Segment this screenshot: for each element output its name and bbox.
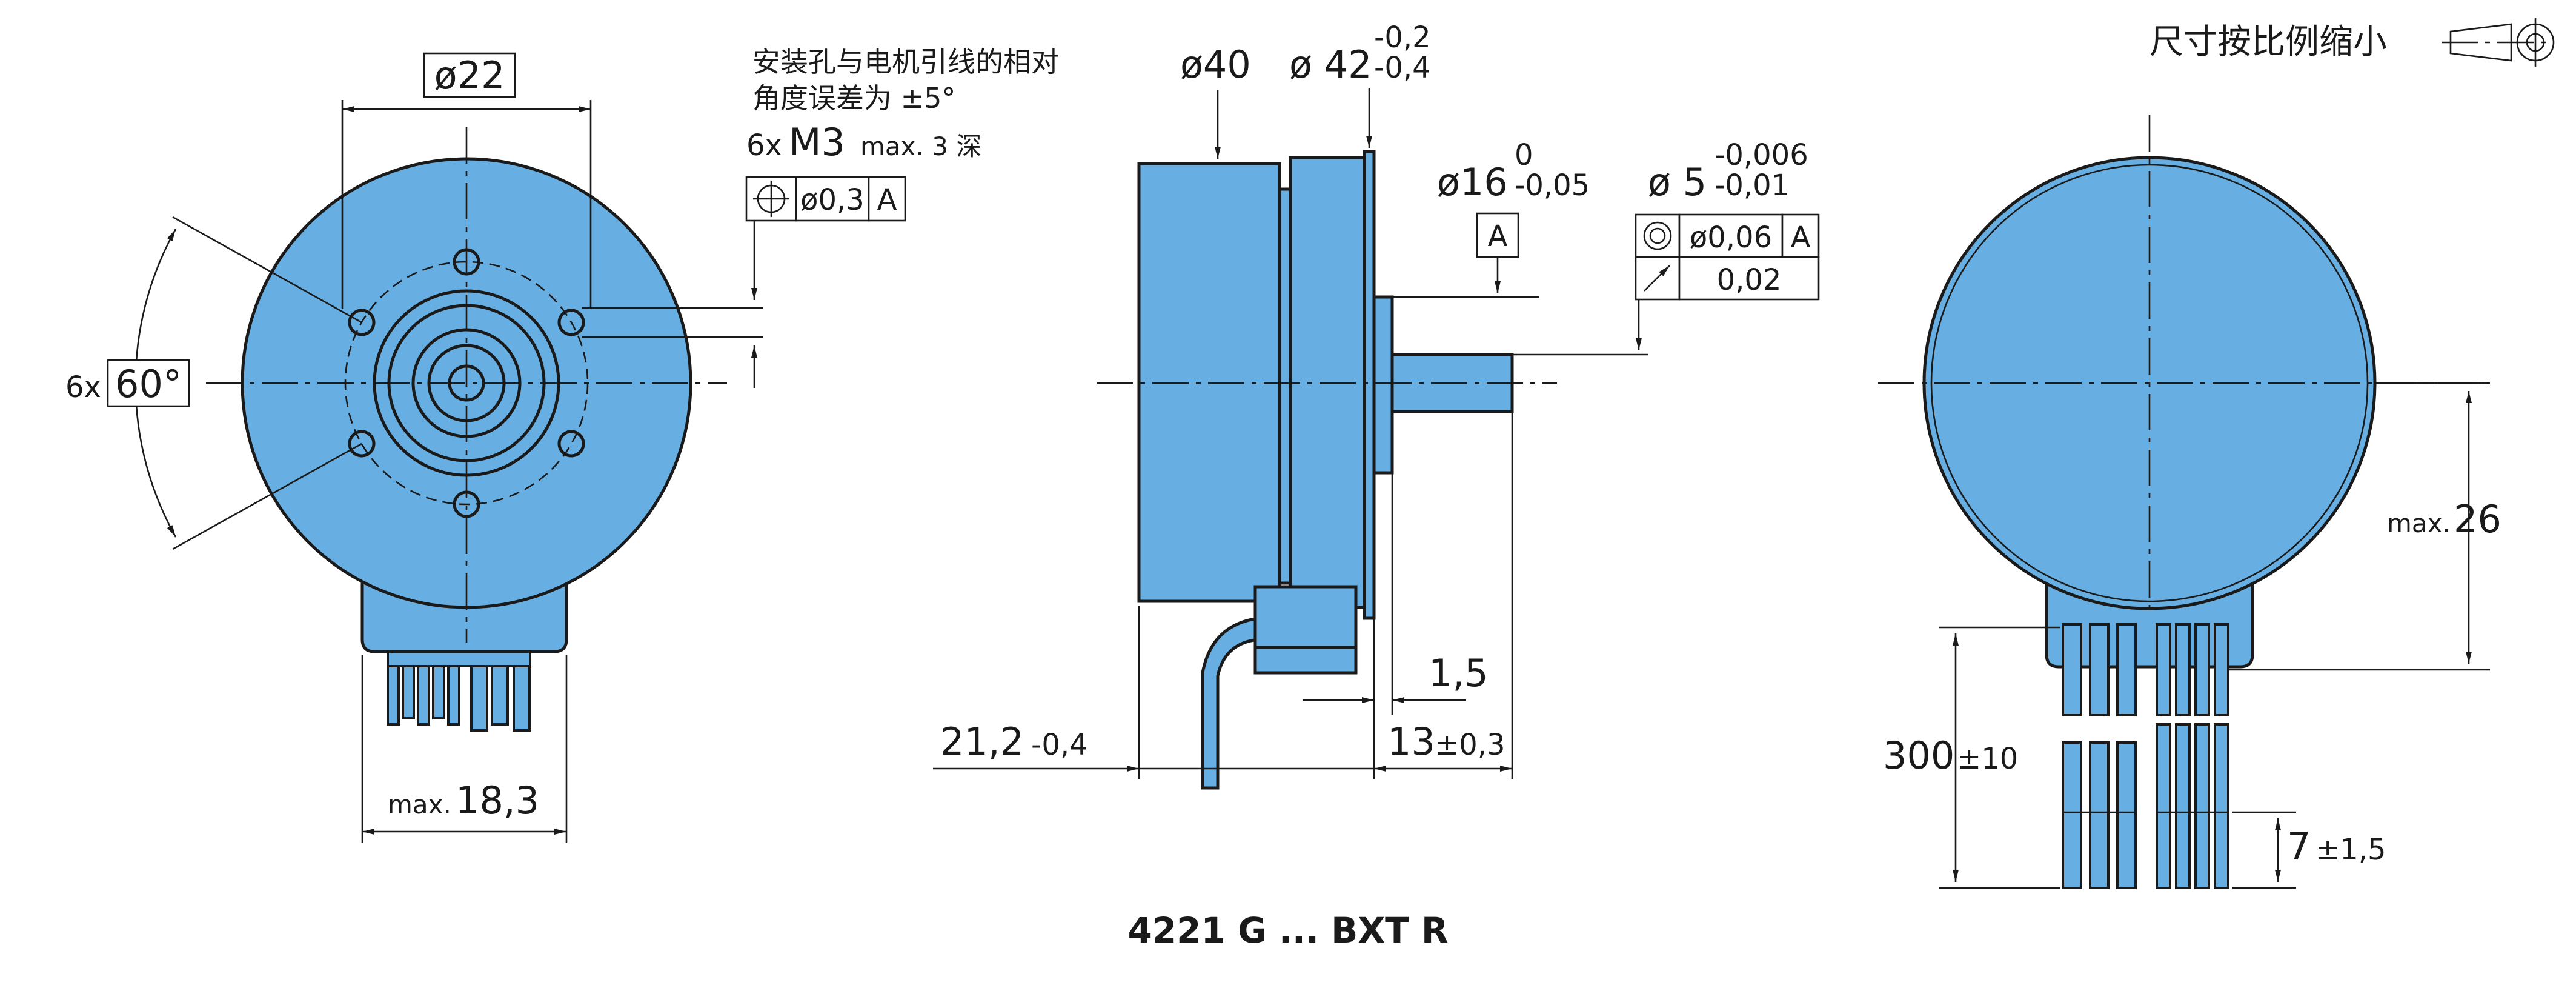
body-dia-label: ø40 bbox=[1180, 42, 1251, 87]
shaft-length-label: 13 bbox=[1387, 719, 1435, 764]
scale-note: 尺寸按比例缩小 bbox=[2149, 18, 2555, 67]
rear-height-prefix: max. bbox=[2387, 509, 2451, 538]
lead-length-label: 300 bbox=[1883, 733, 1954, 778]
position-tol-value: ø0,3 bbox=[800, 183, 865, 217]
angle-note-line1: 安装孔与电机引线的相对 bbox=[752, 45, 1059, 78]
body-length-label: 21,2 bbox=[940, 719, 1024, 764]
concentricity-tol: ø0,06 bbox=[1690, 221, 1772, 255]
body-length-tol: -0,4 bbox=[1031, 728, 1088, 762]
rear-lead-wires bbox=[2062, 623, 2229, 889]
thread-size-label: M3 bbox=[789, 120, 845, 164]
lead-length-tol: ±10 bbox=[1957, 742, 2018, 776]
concentricity-icon bbox=[1643, 221, 1672, 250]
thread-count-label: 6x bbox=[746, 129, 782, 162]
strip-length-label: 7 bbox=[2287, 824, 2311, 869]
datum-a-label: A bbox=[1488, 219, 1508, 253]
shaft-tol-lower: -0,01 bbox=[1715, 169, 1790, 202]
concentricity-datum: A bbox=[1791, 221, 1811, 255]
side-view: ø40 ø 42 -0,2 -0,4 ø16 0 -0,05 A ø 5 -0,… bbox=[933, 21, 1820, 790]
rear-height-value: 26 bbox=[2454, 497, 2501, 541]
front-width-value: 18,3 bbox=[456, 778, 539, 823]
front-width-prefix: max. bbox=[388, 790, 451, 819]
position-datum: A bbox=[877, 183, 897, 217]
position-tolerance-frame: ø0,3 A bbox=[745, 176, 906, 222]
drawing-title: 4221 G ... BXT R bbox=[1127, 910, 1448, 951]
shaft-length-tol: ±0,3 bbox=[1435, 728, 1505, 762]
runout-icon bbox=[1644, 265, 1670, 292]
pilot-length-label: 1,5 bbox=[1429, 651, 1489, 695]
angle-value-label: 60° bbox=[115, 362, 182, 406]
pilot-tol-upper: 0 bbox=[1515, 138, 1533, 172]
flange-tol-upper: -0,2 bbox=[1374, 21, 1431, 55]
shaft-tol-upper: -0,006 bbox=[1715, 138, 1808, 172]
angle-count-label: 6x bbox=[65, 370, 101, 404]
shaft-tolerance-frame: ø0,06 A 0,02 bbox=[1635, 213, 1820, 301]
front-lead-wires bbox=[387, 650, 531, 732]
front-view: ø22 6x 60° max. 18,3 安装孔与电机引线的相对 角度误差为 ±… bbox=[65, 45, 1059, 843]
angle-note-line2: 角度误差为 ±5° bbox=[752, 82, 955, 115]
flange-tol-lower: -0,4 bbox=[1374, 51, 1431, 85]
pilot-boss bbox=[1372, 295, 1394, 475]
strip-length-tol: ±1,5 bbox=[2315, 833, 2386, 867]
rear-view: max. 26 300 ±10 7 ±1,5 bbox=[1878, 115, 2501, 889]
projection-symbol-icon bbox=[2442, 18, 2555, 67]
runout-tol: 0,02 bbox=[1717, 263, 1782, 297]
thread-depth-label: max. 3 深 bbox=[860, 132, 981, 161]
bolt-circle-dia-label: ø22 bbox=[434, 53, 505, 98]
pilot-tol-lower: -0,05 bbox=[1515, 169, 1590, 202]
scale-note-text: 尺寸按比例缩小 bbox=[2149, 22, 2387, 62]
pilot-dia-label: ø16 bbox=[1437, 160, 1508, 204]
side-lead-wire bbox=[1201, 616, 1261, 790]
shaft-dia-label: ø 5 bbox=[1648, 160, 1707, 204]
flange-dia-label: ø 42 bbox=[1289, 42, 1372, 87]
